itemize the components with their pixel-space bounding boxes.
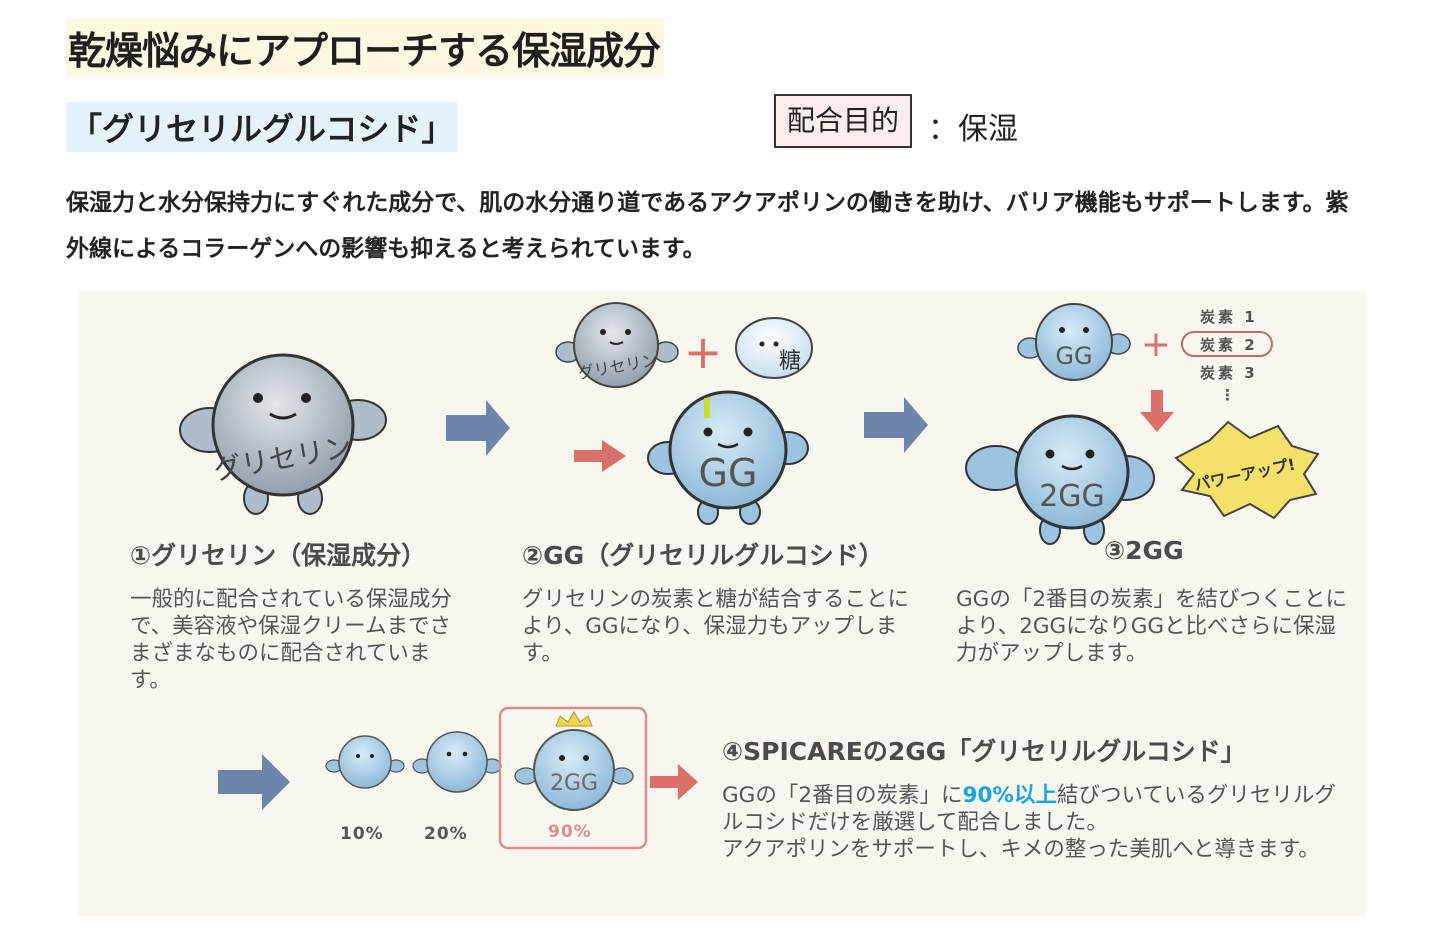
purity-label: 20% bbox=[424, 824, 468, 844]
ingredient-description: 保湿力と水分保持力にすぐれた成分で、肌の水分通り道であるアクアポリンの働きを助け… bbox=[66, 190, 1349, 262]
step-2-caption: ②GG（グリセリルグルコシド） bbox=[522, 541, 884, 570]
svg-text:GG: GG bbox=[1055, 342, 1092, 370]
purity-20-icon bbox=[412, 731, 502, 793]
carbon-2-highlight bbox=[1181, 331, 1273, 357]
step-1-text: 一般的に配合されている保湿成分で、美容液や保湿クリームまでさまざまなものに配合さ… bbox=[130, 587, 452, 693]
page-title: 乾燥悩みにアプローチする保湿成分 bbox=[66, 18, 665, 77]
purity-10-icon bbox=[325, 735, 405, 789]
arrow-right-icon bbox=[574, 440, 626, 472]
purity-label: 10% bbox=[340, 824, 384, 844]
svg-text:2GG: 2GG bbox=[550, 771, 598, 796]
purpose-label: 配合目的 bbox=[774, 94, 912, 148]
arrow-right-icon bbox=[218, 754, 290, 810]
explanation-panel: グリセリン グリセリン + 糖 bbox=[78, 290, 1366, 916]
sugar-icon: 糖 bbox=[735, 317, 813, 379]
carbon-label: 炭素 2 bbox=[1200, 336, 1258, 354]
svg-text:2GG: 2GG bbox=[1039, 479, 1105, 514]
purity-90-frame bbox=[498, 706, 648, 850]
plus-icon: + bbox=[684, 325, 723, 379]
step-1-caption: ①グリセリン（保湿成分） bbox=[130, 541, 427, 570]
purity-90-icon: 2GG bbox=[514, 711, 634, 811]
carbon-label: 炭素 1 bbox=[1200, 308, 1258, 326]
arrow-down-icon bbox=[1140, 390, 1174, 432]
purpose-value: ：保湿 bbox=[928, 112, 1018, 147]
carbon-ellipsis: ⋮ bbox=[1220, 386, 1238, 404]
plus-icon: + bbox=[1141, 324, 1171, 365]
gg-character-icon: GG bbox=[647, 390, 809, 525]
carbon-label: 炭素 3 bbox=[1200, 364, 1258, 382]
step-4-caption: ④SPICAREの2GG「グリセリルグルコシド」 bbox=[722, 737, 1246, 766]
svg-text:GG: GG bbox=[699, 451, 758, 495]
step-3-text: GGの「2番目の炭素」を結びつくことにより、2GGになりGGと比べさらに保湿力が… bbox=[956, 587, 1348, 666]
svg-text:糖: 糖 bbox=[779, 349, 801, 374]
power-up-burst-icon: パワーアップ! bbox=[1174, 420, 1320, 520]
two-gg-character-icon: 2GG bbox=[965, 414, 1155, 545]
purity-label: 90% bbox=[548, 822, 592, 842]
arrow-right-icon bbox=[864, 397, 928, 453]
step-4-text: GGの「2番目の炭素」に90%以上結びついているグリセリルグルコシドだけを厳選し… bbox=[722, 783, 1336, 862]
step-2-text: グリセリンの炭素と糖が結合することにより、GGになり、保湿力もアップします。 bbox=[522, 587, 910, 666]
step-3-caption: ③2GG bbox=[1104, 536, 1184, 565]
small-gg-icon: GG bbox=[1017, 303, 1131, 381]
arrow-right-icon bbox=[650, 764, 698, 800]
highlight-90-percent: 90%以上 bbox=[962, 783, 1057, 808]
small-glycerin-icon: グリセリン bbox=[555, 302, 679, 388]
glycerin-character-icon: グリセリン bbox=[179, 353, 387, 515]
diagram-illustration: グリセリン グリセリン + 糖 bbox=[179, 302, 1320, 850]
arrow-right-icon bbox=[446, 400, 510, 456]
ingredient-name: 「グリセリルグルコシド」 bbox=[66, 102, 458, 152]
